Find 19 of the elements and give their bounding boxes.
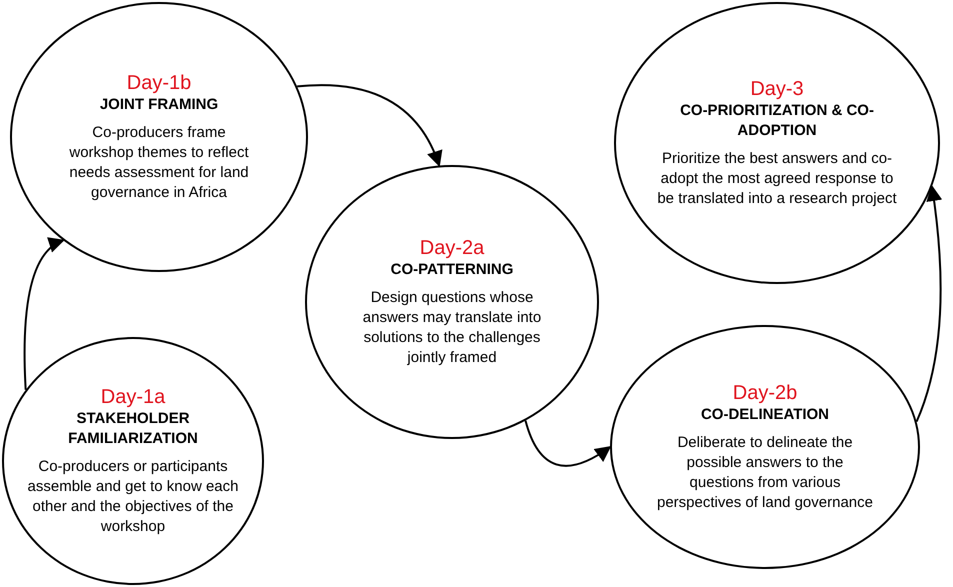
curved-arrow [916, 184, 942, 422]
stage-description: Co-producers frame workshop themes to reflect needs assessment for land governance in Africa [68, 123, 250, 203]
stage-description: Design questions whose answers may translate into solutions to the challenges jointly framed [362, 288, 542, 368]
day-label: Day-3 [750, 77, 804, 101]
stage-heading: JOINT FRAMING [100, 95, 218, 115]
stage-description: Deliberate to delineate the possible answers to the questions from various perspectives of land governance [656, 433, 874, 513]
stage-description: Co-producers or participants assemble and get to know each other and the objectives of the workshop [26, 457, 240, 537]
stage-heading: CO-PRIORITIZATION & CO-ADOPTION [679, 101, 875, 141]
curved-arrow [524, 420, 612, 467]
curved-arrow [24, 239, 65, 390]
stage-heading: CO-PATTERNING [390, 260, 514, 280]
curved-arrow [297, 84, 442, 168]
day-label: Day-2b [732, 381, 798, 405]
stage-heading: CO-DELINEATION [700, 405, 830, 425]
day-label: Day-1b [126, 71, 192, 95]
day-label: Day-1a [100, 385, 166, 409]
stage-heading: STAKEHOLDER FAMILIARIZATION [67, 409, 199, 449]
day-label: Day-2a [420, 236, 484, 260]
stage-description: Prioritize the best answers and co-adopt the most agreed response to be translated into a research project [657, 149, 897, 209]
